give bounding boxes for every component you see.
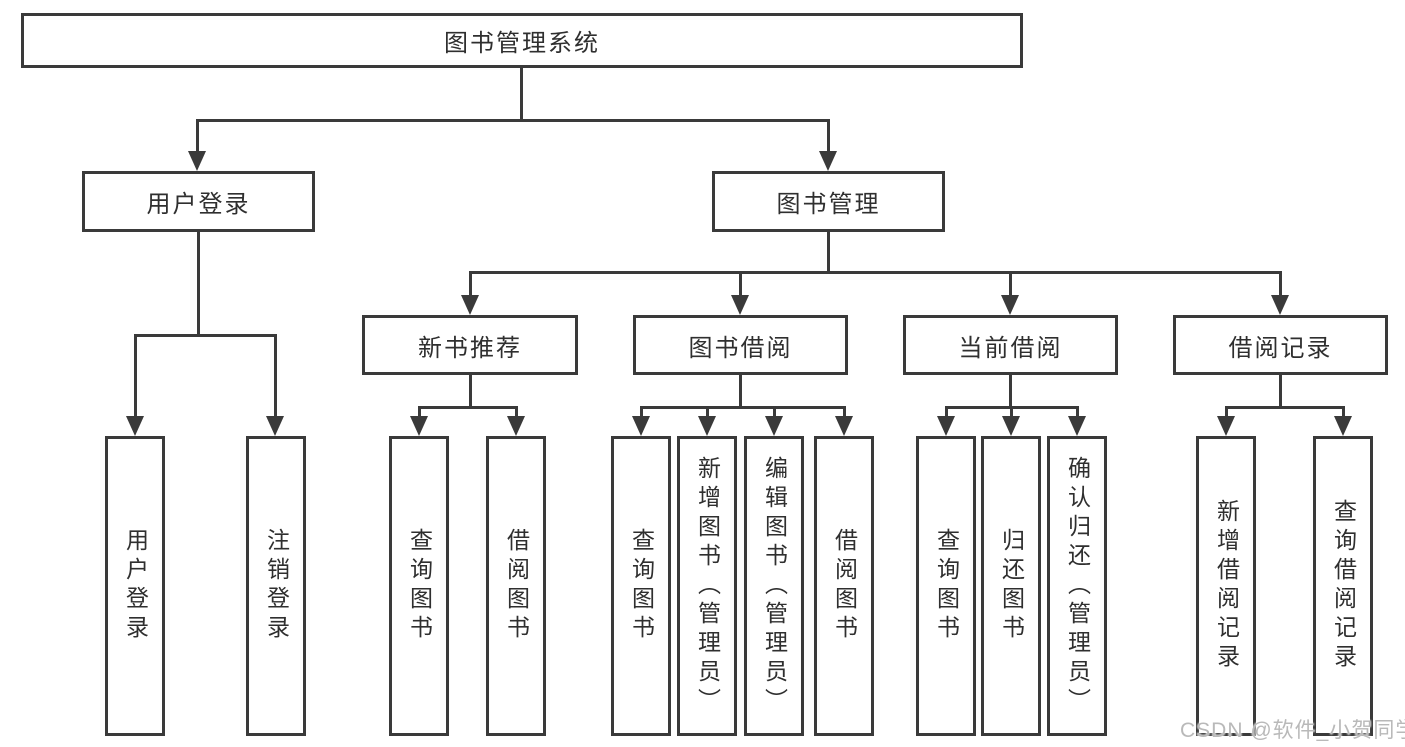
connector-new-books-stub xyxy=(469,375,472,408)
arrowhead-leaf xyxy=(410,416,428,436)
arrowhead-leaf xyxy=(1217,416,1235,436)
leaf-label: 注销登录 xyxy=(263,528,290,644)
leaf-label: 查询图书 xyxy=(933,528,960,644)
leaf-label: 查询借阅记录 xyxy=(1330,499,1357,673)
connector-book-mgmt-stub xyxy=(827,232,830,273)
node-current-label: 当前借阅 xyxy=(958,334,1063,362)
connector-drop-leaf xyxy=(1010,406,1013,418)
connector-drop-leaf xyxy=(418,406,421,418)
connector-root-stub xyxy=(520,68,523,121)
arrowhead-leaf xyxy=(632,416,650,436)
leaf-label: 查询图书 xyxy=(628,528,655,644)
arrowhead-leaf xyxy=(835,416,853,436)
connector-drop-new-books xyxy=(469,271,472,297)
connector-borrow-stub xyxy=(739,375,742,408)
arrowhead-login-leaf xyxy=(126,416,144,436)
leaf-borrow-books-2: 借阅图书 xyxy=(814,436,874,736)
leaf-edit-book-admin: 编辑图书（管理员） xyxy=(744,436,804,736)
connector-user-login-bus xyxy=(134,334,277,337)
leaf-confirm-return-admin: 确认归还（管理员） xyxy=(1047,436,1107,736)
watermark: CSDN @软件_小贺同学 xyxy=(1180,719,1405,742)
connector-user-login-stub xyxy=(197,232,200,336)
leaf-borrow-books-1: 借阅图书 xyxy=(486,436,546,736)
leaf-add-borrow-record: 新增借阅记录 xyxy=(1196,436,1256,736)
node-book-mgmt: 图书管理 xyxy=(712,171,945,232)
leaf-user-login: 用户登录 xyxy=(105,436,165,736)
connector-drop-borrow xyxy=(739,271,742,297)
leaf-label: 新增借阅记录 xyxy=(1213,499,1240,673)
connector-drop-leaf xyxy=(1225,406,1228,418)
node-borrow: 图书借阅 xyxy=(633,315,848,375)
node-user-login: 用户登录 xyxy=(82,171,315,232)
arrowhead-leaf xyxy=(698,416,716,436)
arrowhead-leaf xyxy=(1068,416,1086,436)
connector-drop-leaf xyxy=(773,406,776,418)
connector-drop-leaf xyxy=(640,406,643,418)
leaf-query-borrow-record: 查询借阅记录 xyxy=(1313,436,1373,736)
node-root-label: 图书管理系统 xyxy=(444,30,600,57)
connector-drop-leaf xyxy=(945,406,948,418)
node-book-mgmt-label: 图书管理 xyxy=(776,191,881,218)
arrowhead-leaf xyxy=(1002,416,1020,436)
connector-drop-book-mgmt xyxy=(827,119,830,152)
connector-records-stub xyxy=(1279,375,1282,408)
arrowhead-new-books xyxy=(461,295,479,315)
connector-drop-leaf xyxy=(515,406,518,418)
leaf-label: 用户登录 xyxy=(122,528,149,644)
node-records: 借阅记录 xyxy=(1173,315,1388,375)
arrowhead-leaf xyxy=(1334,416,1352,436)
node-borrow-label: 图书借阅 xyxy=(688,334,793,362)
leaf-label: 查询图书 xyxy=(406,528,433,644)
connector-drop-logout-leaf xyxy=(274,334,277,418)
connector-drop-current xyxy=(1009,271,1012,297)
arrowhead-current xyxy=(1001,295,1019,315)
leaf-query-books-1: 查询图书 xyxy=(389,436,449,736)
connector-drop-records xyxy=(1279,271,1282,297)
leaf-label: 编辑图书（管理员） xyxy=(761,455,788,717)
arrowhead-borrow xyxy=(731,295,749,315)
connector-borrow-bus xyxy=(640,406,845,409)
arrowhead-leaf xyxy=(937,416,955,436)
arrowhead-logout-leaf xyxy=(266,416,284,436)
leaf-logout: 注销登录 xyxy=(246,436,306,736)
leaf-query-books-2: 查询图书 xyxy=(611,436,671,736)
node-new-books-label: 新书推荐 xyxy=(418,334,522,362)
node-records-label: 借阅记录 xyxy=(1228,334,1333,362)
arrowhead-records xyxy=(1271,295,1289,315)
leaf-label: 确认归还（管理员） xyxy=(1064,455,1091,717)
arrowhead-leaf xyxy=(765,416,783,436)
connector-level2-bus xyxy=(469,271,1281,274)
leaf-label: 归还图书 xyxy=(998,528,1025,644)
leaf-return-book: 归还图书 xyxy=(981,436,1041,736)
node-current: 当前借阅 xyxy=(903,315,1118,375)
connector-drop-user-login xyxy=(196,119,199,152)
arrowhead-book-mgmt xyxy=(819,151,837,171)
connector-drop-login-leaf xyxy=(134,334,137,418)
connector-drop-leaf xyxy=(1076,406,1079,418)
leaf-add-book-admin: 新增图书（管理员） xyxy=(677,436,737,736)
node-root: 图书管理系统 xyxy=(21,13,1023,68)
connector-records-bus xyxy=(1225,406,1344,409)
arrowhead-user-login xyxy=(188,151,206,171)
leaf-label: 借阅图书 xyxy=(503,528,530,644)
node-user-login-label: 用户登录 xyxy=(146,191,251,218)
connector-current-stub xyxy=(1009,375,1012,408)
connector-level1-bus xyxy=(196,119,830,122)
connector-drop-leaf xyxy=(706,406,709,418)
connector-new-books-bus xyxy=(418,406,518,409)
leaf-label: 借阅图书 xyxy=(831,528,858,644)
connector-drop-leaf xyxy=(1342,406,1345,418)
leaf-query-books-3: 查询图书 xyxy=(916,436,976,736)
arrowhead-leaf xyxy=(507,416,525,436)
node-new-books: 新书推荐 xyxy=(362,315,578,375)
leaf-label: 新增图书（管理员） xyxy=(694,455,721,717)
connector-drop-leaf xyxy=(843,406,846,418)
